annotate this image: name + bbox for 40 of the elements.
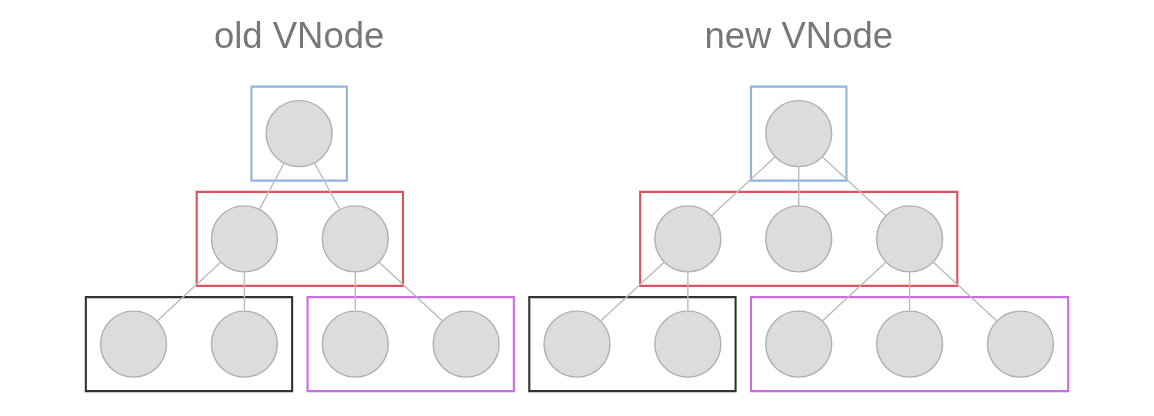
cluster xyxy=(749,85,848,182)
node-circle xyxy=(265,99,333,168)
node-circle xyxy=(99,310,168,378)
label: new VNode xyxy=(704,15,893,57)
cluster xyxy=(749,296,1070,393)
node-circle xyxy=(432,310,500,378)
connector xyxy=(908,271,911,312)
connector xyxy=(243,271,246,312)
connector xyxy=(600,261,666,322)
node-circle xyxy=(543,310,611,378)
cluster xyxy=(306,296,515,393)
connector xyxy=(821,156,887,217)
cluster xyxy=(639,190,959,287)
connector xyxy=(711,156,776,217)
connector xyxy=(378,261,443,322)
node-circle xyxy=(321,310,389,378)
node-circle xyxy=(875,205,944,273)
cluster xyxy=(250,85,348,182)
connector xyxy=(354,271,356,312)
connector xyxy=(156,261,222,322)
node-circle xyxy=(210,310,279,378)
node-circle xyxy=(210,205,279,273)
node-circle xyxy=(765,205,833,273)
connector xyxy=(687,271,689,312)
connector xyxy=(932,261,998,322)
label: old VNode xyxy=(213,15,385,57)
cluster xyxy=(84,296,294,393)
node-circle xyxy=(986,310,1055,378)
cluster xyxy=(195,190,405,287)
connector xyxy=(313,162,341,211)
node-circle xyxy=(765,310,833,378)
node-circle xyxy=(765,99,833,168)
node-circle xyxy=(875,310,944,378)
node-circle xyxy=(321,205,389,273)
connector xyxy=(258,162,285,210)
connector xyxy=(821,261,887,322)
node-circle xyxy=(654,205,722,273)
cluster xyxy=(528,296,737,393)
node-circle xyxy=(654,310,722,378)
connector xyxy=(798,166,800,206)
